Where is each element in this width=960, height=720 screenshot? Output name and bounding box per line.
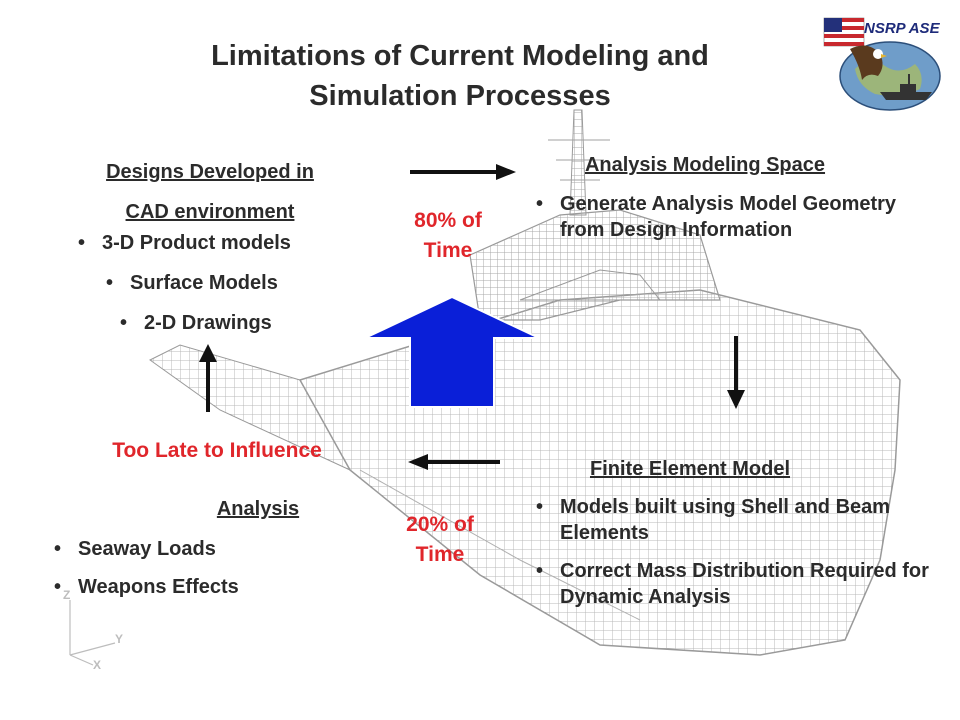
title-line-2: Simulation Processes — [309, 80, 611, 112]
big-blue-up-arrow-icon — [364, 295, 540, 408]
title-line-1: Limitations of Current Modeling and — [211, 40, 709, 72]
design-item-2: Surface Models — [106, 270, 278, 296]
time-80-label: 80% of Time — [378, 206, 518, 266]
analysis-item-2: Weapons Effects — [54, 574, 378, 600]
design-heading: Designs Developed in CAD environment — [40, 152, 380, 232]
analysis-space-heading: Analysis Modeling Space — [584, 154, 826, 176]
logo-text: NSRP ASE — [864, 20, 940, 37]
fem-list: Models built using Shell and Beam Elemen… — [536, 494, 940, 610]
design-heading-line-2: CAD environment — [125, 201, 295, 223]
fem-item-2: Correct Mass Distribution Required for D… — [536, 558, 940, 610]
arrow-up-icon — [199, 344, 217, 412]
analysis-item-1: Seaway Loads — [54, 536, 378, 562]
axis-z-label: Z — [63, 588, 70, 602]
analysis-heading: Analysis — [216, 498, 300, 520]
time-80-line-1: 80% of — [414, 209, 482, 232]
arrow-right-icon — [410, 164, 516, 180]
arrow-left-icon — [408, 454, 500, 470]
axis-triad-icon: Z Y X — [63, 588, 123, 670]
analysis-list: Seaway Loads Weapons Effects — [54, 536, 378, 600]
time-20-line-2: Time — [415, 543, 465, 566]
too-late-label: Too Late to Influence — [112, 439, 322, 462]
analysis-space-list: Generate Analysis Model Geometry from De… — [536, 191, 900, 243]
time-20-line-1: 20% of — [406, 513, 474, 536]
design-item-1: 3-D Product models — [78, 230, 291, 256]
slide-title: Limitations of Current Modeling and Simu… — [70, 36, 850, 116]
fem-item-1: Models built using Shell and Beam Elemen… — [536, 494, 940, 546]
design-item-3: 2-D Drawings — [120, 310, 272, 336]
flag-eagle-globe-icon — [823, 17, 941, 111]
time-80-line-2: Time — [423, 239, 473, 262]
nsrp-ase-logo: NSRP ASE — [820, 14, 948, 114]
axis-y-label: Y — [115, 632, 123, 646]
time-20-label: 20% of Time — [370, 510, 510, 570]
axis-x-label: X — [93, 658, 101, 670]
analysis-space-item-1: Generate Analysis Model Geometry from De… — [536, 191, 900, 243]
arrow-down-icon — [727, 336, 745, 409]
fem-heading: Finite Element Model — [589, 458, 791, 480]
design-heading-line-1: Designs Developed in — [106, 161, 314, 183]
